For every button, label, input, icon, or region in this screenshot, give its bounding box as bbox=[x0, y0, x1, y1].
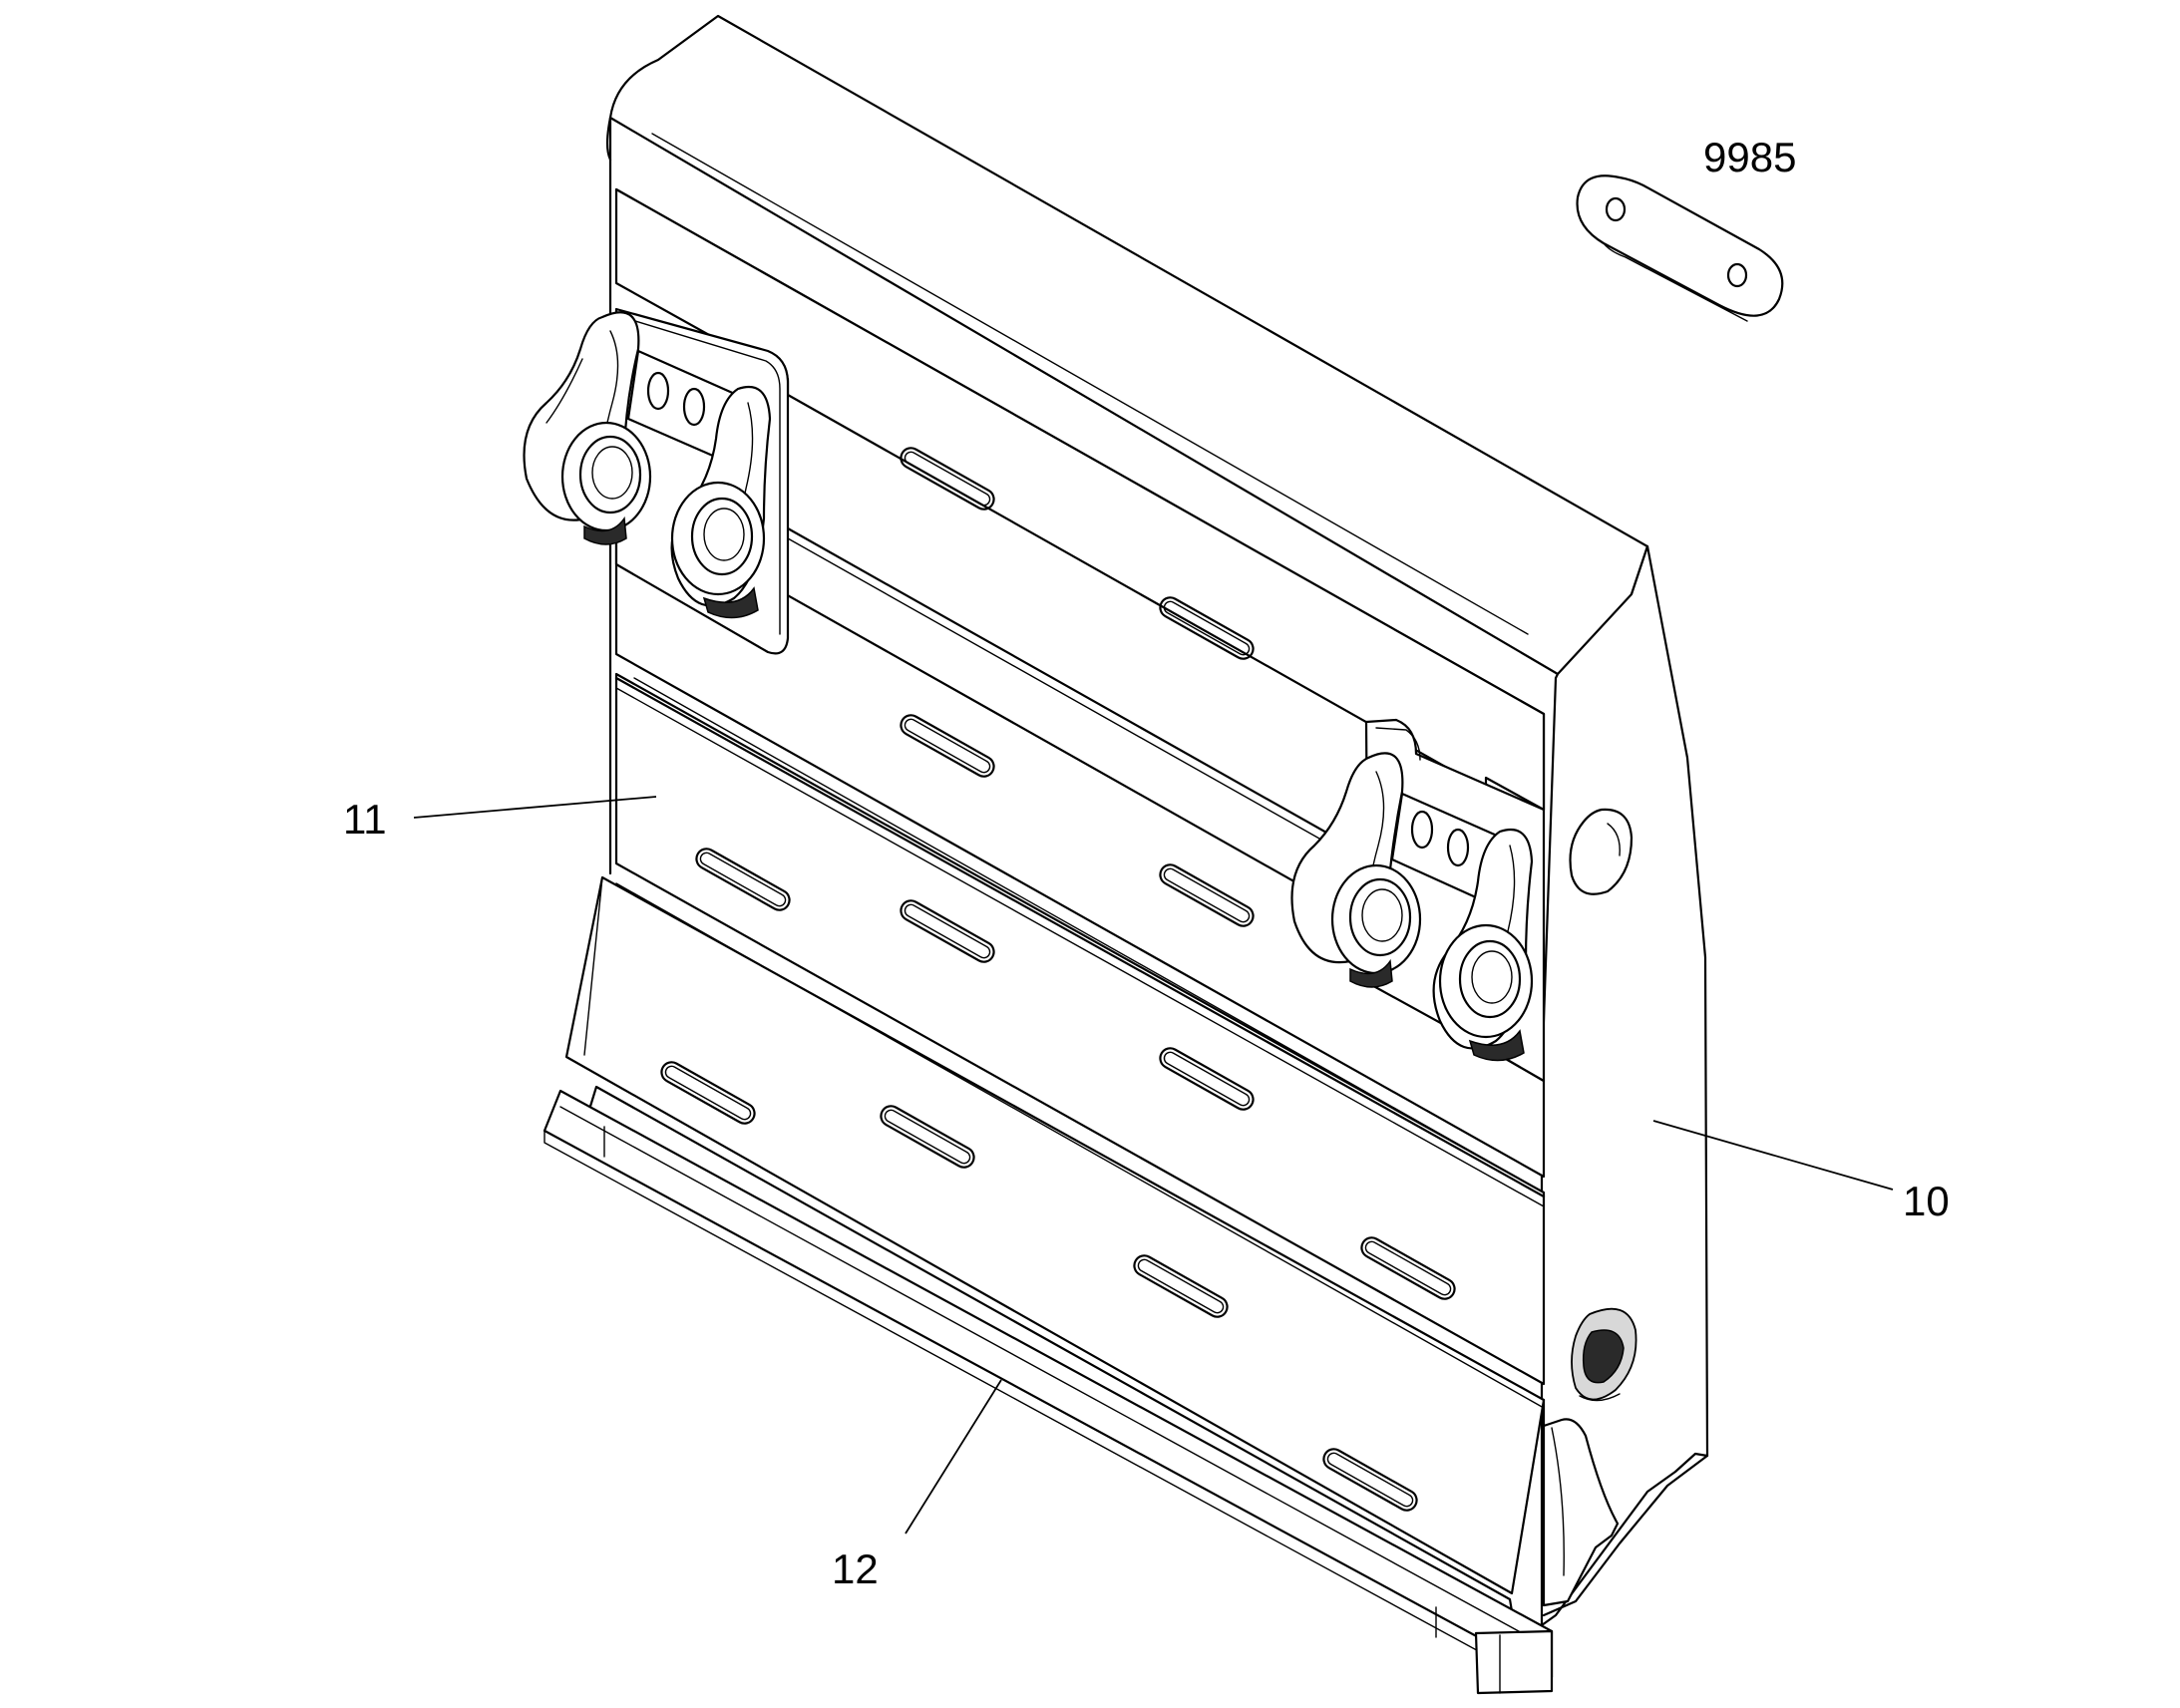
hinge-bracket-left bbox=[523, 307, 790, 655]
callout-11: 11 bbox=[343, 796, 387, 843]
right-foot bbox=[1542, 1398, 1709, 1617]
slots bbox=[660, 447, 1456, 1512]
part-9985-plate bbox=[1576, 174, 1784, 322]
leader-11 bbox=[413, 796, 657, 819]
bottom-edge bbox=[543, 1089, 1554, 1695]
leader-10 bbox=[1652, 1120, 1894, 1191]
hinge-bracket-right bbox=[1290, 718, 1546, 1083]
leader-lines bbox=[413, 796, 1894, 1535]
callout-9985: 9985 bbox=[1703, 134, 1796, 180]
leader-12 bbox=[905, 1379, 1002, 1535]
callout-10: 10 bbox=[1903, 1178, 1950, 1224]
callout-12: 12 bbox=[832, 1545, 879, 1592]
side-openings bbox=[1569, 808, 1637, 1402]
